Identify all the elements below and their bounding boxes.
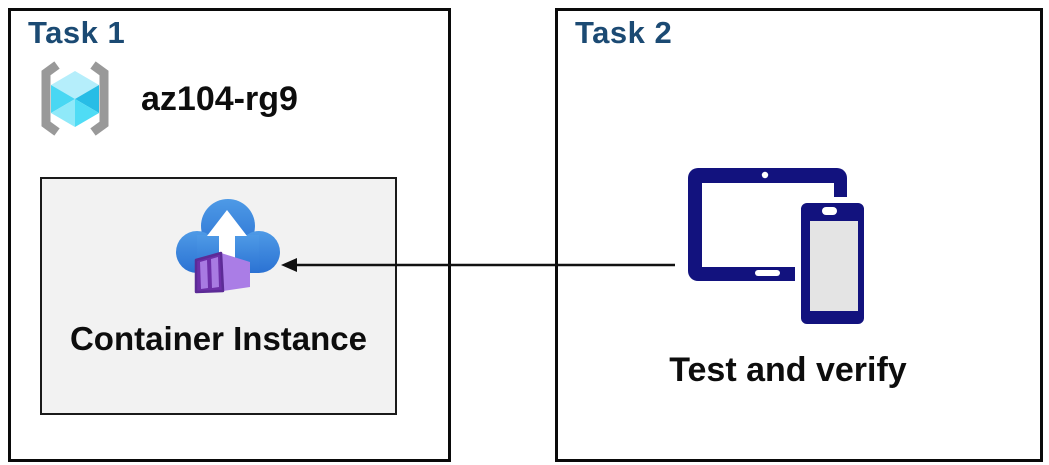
task2-box: Task 2 Test and verify — [555, 8, 1043, 462]
container-shape — [194, 251, 250, 294]
test-and-verify-label: Test and verify — [669, 351, 907, 389]
connector-arrow — [281, 258, 675, 272]
upload-arrow-icon — [207, 210, 247, 268]
task2-title: Task 2 — [575, 15, 673, 50]
container-instance-label: Container Instance — [69, 320, 368, 357]
task1-title: Task 1 — [28, 15, 126, 50]
resource-group-icon — [41, 61, 109, 136]
resource-group-name: az104-rg9 — [141, 79, 298, 118]
phone-icon — [795, 197, 870, 330]
container-instance-icon — [176, 199, 280, 294]
resource-group: az104-rg9 — [33, 59, 298, 139]
devices-icon — [688, 168, 870, 330]
arrowhead-left — [281, 258, 297, 272]
task1-box: Task 1 az104-rg9 — [8, 8, 451, 462]
container-instance-box: Container Instance — [40, 177, 397, 415]
